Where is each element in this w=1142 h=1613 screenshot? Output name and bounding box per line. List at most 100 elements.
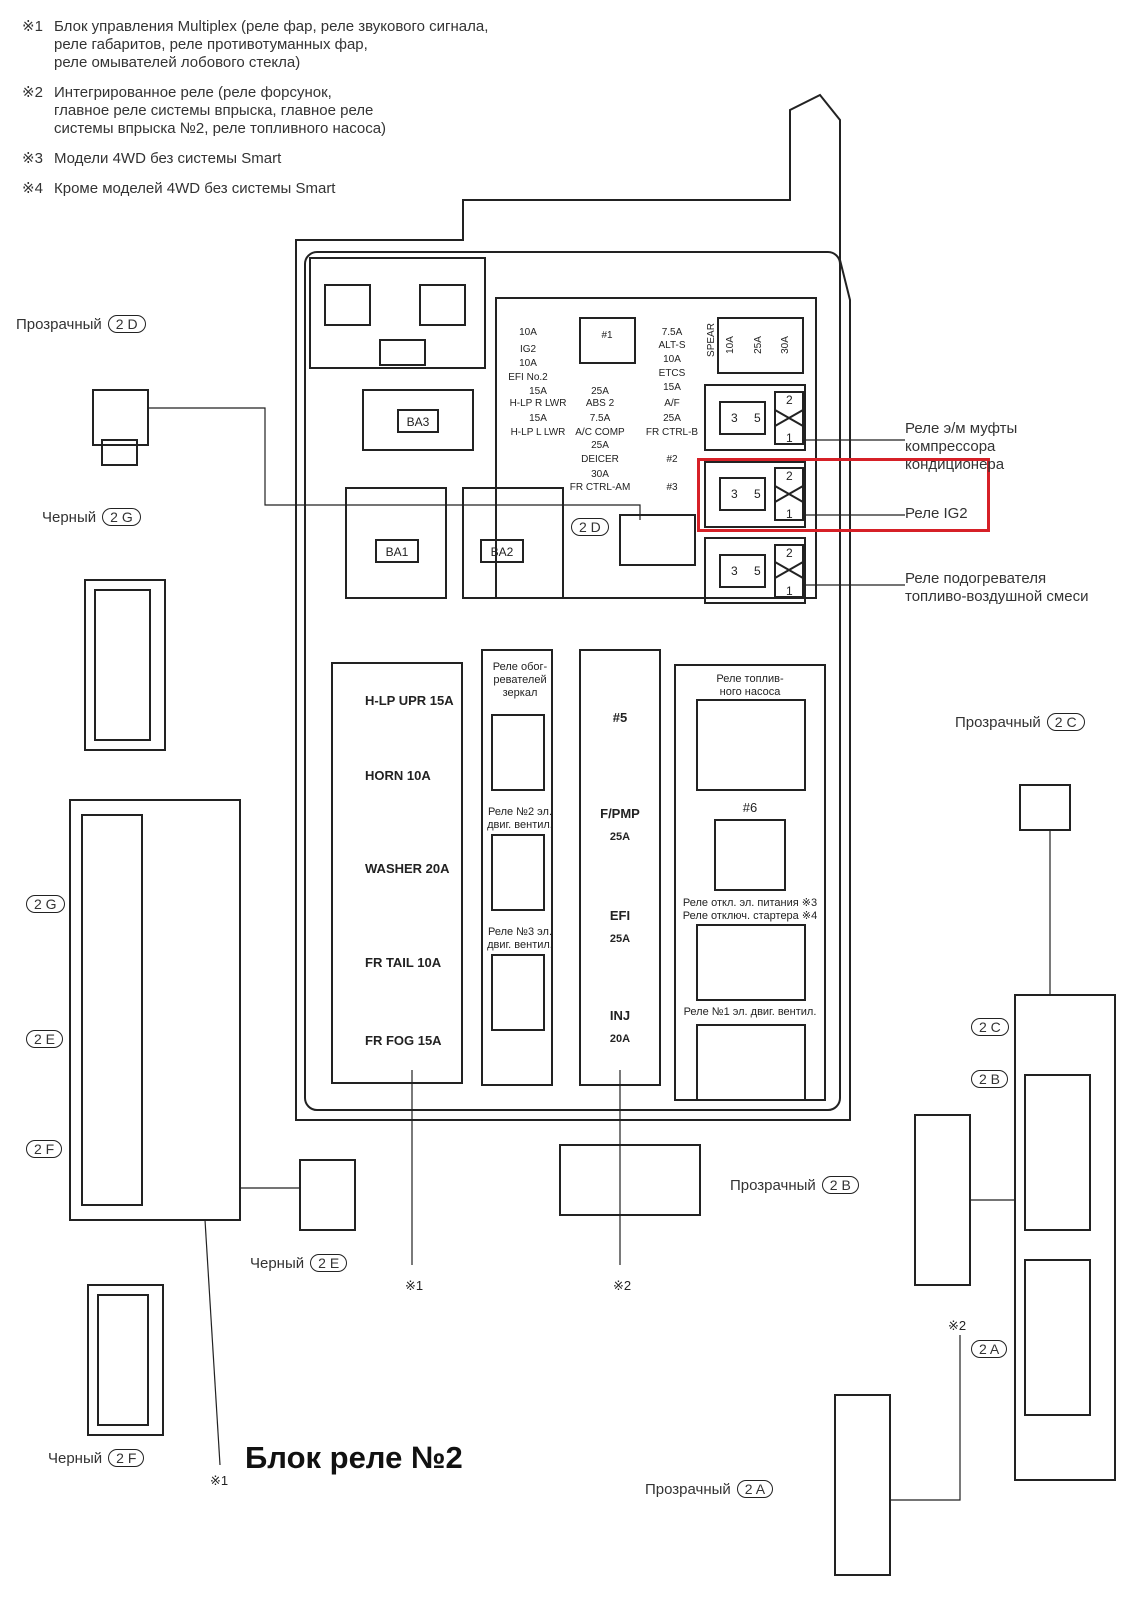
- fuse-washer: WASHER 20A: [365, 861, 450, 876]
- fuse-hlp-l-label: H-LP L LWR: [511, 427, 566, 438]
- footnote-n1-left: ※1: [210, 1473, 228, 1488]
- fuse-horn: HORN 10A: [365, 768, 431, 783]
- label-2g-color: Черный: [42, 509, 97, 526]
- housing-inner: [304, 251, 841, 1111]
- housing-outline: [295, 93, 851, 1121]
- relay-fan1-label: Реле №1 эл. двиг. вентил.: [684, 1006, 817, 1018]
- connector-2a: [834, 1335, 961, 1576]
- pin: 3: [731, 564, 738, 578]
- fuse-fr-tail: FR TAIL 10A: [365, 955, 442, 970]
- inner-2d-connector: [619, 514, 696, 566]
- relay-n1-label: #1: [601, 330, 613, 341]
- fuse-fr-fog: FR FOG 15A: [365, 1033, 442, 1048]
- fuse-hlp-upr: H-LP UPR 15A: [365, 693, 454, 708]
- pin: 2: [786, 393, 793, 407]
- ba3-label: BA3: [407, 415, 430, 429]
- fuse-75a-1: 7.5A: [590, 413, 611, 424]
- fuse-10a-1: 10A: [519, 327, 537, 338]
- side-2f: 2 F: [20, 1140, 63, 1158]
- relay-cut-box: [696, 924, 806, 1001]
- callout-ac-clutch: Реле э/м муфты компрессора кондиционера: [905, 420, 1018, 473]
- badge-2a: 2 A: [736, 1480, 774, 1498]
- connector-2g-top: [84, 579, 166, 751]
- spear-25a: 25A: [753, 336, 764, 354]
- relay-fan3-label: Реле №3 эл.двиг. вентил.: [487, 926, 553, 951]
- fuse-25a-2: 25A: [591, 440, 609, 451]
- label-2f-color: Черный: [48, 1450, 103, 1467]
- side-2b: 2 B: [965, 1070, 1009, 1088]
- fuse-frctrl-am-label: FR CTRL-AM: [570, 482, 631, 493]
- leader-n1-left: [204, 1219, 221, 1466]
- relay-fan2-box: [491, 834, 545, 911]
- ba2-inner: [480, 539, 524, 563]
- connector-2c-right: [1019, 784, 1071, 995]
- bottom-tab: [559, 1144, 701, 1216]
- badge-2d: 2 D: [107, 315, 146, 333]
- relay-n3-label: #3: [666, 482, 678, 493]
- badge-2f: 2 F: [108, 1449, 145, 1467]
- side-2c: 2 C: [965, 1018, 1009, 1036]
- connector-2f-bottom: [87, 1284, 164, 1436]
- mid-fuse-names: #5 F/PMP 25A EFI 25A INJ 20A: [600, 710, 640, 1045]
- fuel-pump-relay-label: Реле топлив-ного насоса: [716, 673, 784, 698]
- top-fuse-area: [495, 297, 817, 599]
- relay-fan2-label: Реле №2 эл.двиг. вентил.: [487, 806, 553, 831]
- side-badge-2b: 2 B: [971, 1070, 1009, 1088]
- pin: 1: [786, 431, 793, 445]
- top-left-compartment: [309, 257, 486, 369]
- spear-fuse-block: [717, 317, 804, 374]
- label-2a: Прозрачный 2 A: [645, 1480, 774, 1498]
- ba1-label: BA1: [386, 545, 409, 559]
- label-2f: Черный 2 F: [48, 1449, 145, 1467]
- label-2e-color: Черный: [250, 1255, 305, 1272]
- fuse-deicer-label: DEICER: [581, 454, 619, 465]
- relay-mirror-box: [491, 714, 545, 791]
- relay-ig2: [704, 461, 806, 528]
- pin: 1: [786, 584, 793, 598]
- spear-10a: 10A: [725, 336, 736, 354]
- label-2a-color: Прозрачный: [645, 1481, 731, 1498]
- fuse-hlp-label: H-LP R LWR: [510, 398, 567, 409]
- relay-n2-label: #2: [666, 454, 678, 465]
- fuse-efi: EFI: [610, 908, 630, 923]
- connector-left-stack: [69, 799, 241, 1221]
- pin: 5: [754, 564, 761, 578]
- fuse-fpmp: F/PMP: [600, 806, 640, 821]
- ba3-box: [362, 389, 474, 451]
- fuse-ac-label: A/C COMP: [575, 427, 625, 438]
- callout-heater: Реле подогревателя топливо-воздушной сме…: [905, 570, 1089, 605]
- top-fuse-labels: 10A IG2 10A EFI No.2 15A H-LP R LWR 15A …: [508, 323, 791, 493]
- footnote-n2-center: ※2: [613, 1278, 631, 1293]
- pin: 2: [786, 469, 793, 483]
- label-2c-color: Прозрачный: [955, 714, 1041, 731]
- ig2-highlight-frame: [697, 458, 990, 532]
- side-2d-inner: 2 D: [565, 518, 609, 536]
- pin: 1: [786, 507, 793, 521]
- relay-n6-label: #6: [743, 800, 757, 815]
- pin: 5: [754, 411, 761, 425]
- fuse-af-label: A/F: [664, 398, 680, 409]
- fuse-inj-value: 20A: [610, 1033, 630, 1045]
- fuse-abs2-label: ABS 2: [586, 398, 615, 409]
- fuse-5: #5: [613, 710, 627, 725]
- fuse-15a-3: 15A: [663, 382, 681, 393]
- top-left-slot-1: [324, 284, 371, 326]
- fuse-25a-3: 25A: [663, 413, 681, 424]
- fuse-inj: INJ: [610, 1008, 630, 1023]
- fuse-10a-3: 10A: [663, 354, 681, 365]
- side-badge-2f: 2 F: [26, 1140, 63, 1158]
- ba1-inner: [375, 539, 419, 563]
- fuse-15a-2: 15A: [529, 413, 547, 424]
- fuse-25a-1: 25A: [591, 386, 609, 397]
- left-fuse-names: H-LP UPR 15A HORN 10A WASHER 20A FR TAIL…: [365, 693, 454, 1048]
- footnote-marks: ※1 ※2 ※1 ※2: [210, 1278, 966, 1488]
- fuse-frctrl-b-label: FR CTRL-B: [646, 427, 699, 438]
